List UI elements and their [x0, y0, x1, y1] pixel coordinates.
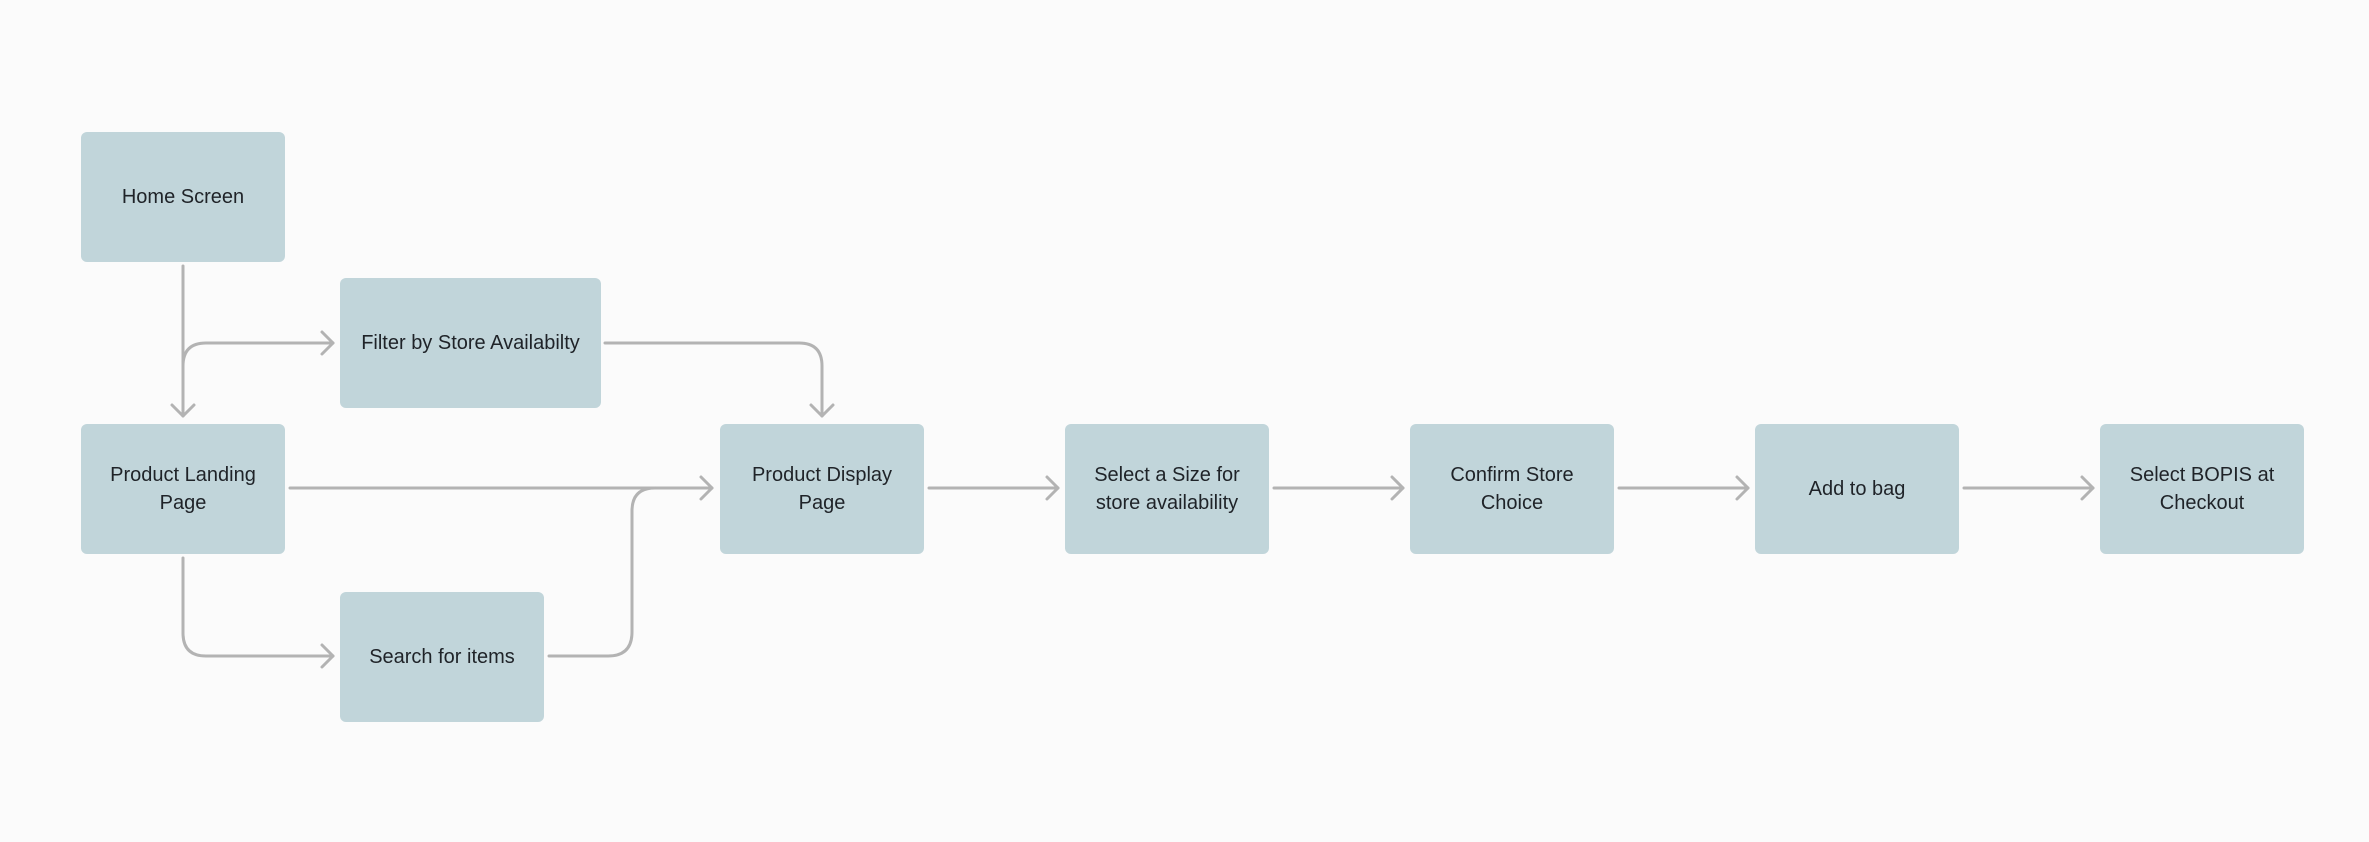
edge-plp-to-search	[181, 556, 335, 658]
node-label: Confirm Store Choice	[1450, 464, 1574, 514]
arrowhead-plp-to-search	[320, 643, 335, 669]
node-product-landing-page[interactable]: Product Landing Page	[81, 424, 285, 554]
node-filter-by-store-availability[interactable]: Filter by Store Availabilty	[340, 278, 601, 408]
node-label: Product Display Page	[751, 464, 893, 514]
edge-search-to-pdp	[547, 486, 657, 658]
arrowhead-size-to-confirm	[1390, 475, 1405, 501]
node-select-bopis-checkout[interactable]: Select BOPIS at Checkout	[2100, 424, 2304, 554]
arrowhead-plp-to-pdp	[699, 475, 714, 501]
node-search-for-items[interactable]: Search for items	[340, 592, 544, 722]
node-select-size[interactable]: Select a Size for store availability	[1065, 424, 1269, 554]
node-label: Product Landing Page	[110, 464, 256, 514]
arrowhead-home-to-plp	[170, 403, 196, 418]
edge-filter-to-pdp	[603, 341, 824, 418]
node-label: Add to bag	[1808, 478, 1906, 500]
node-label: Select a Size for store availability	[1094, 464, 1240, 514]
node-product-display-page[interactable]: Product Display Page	[720, 424, 924, 554]
arrowhead-pdp-to-size	[1045, 475, 1060, 501]
node-add-to-bag[interactable]: Add to bag	[1755, 424, 1959, 554]
node-label: Home Screen	[121, 186, 245, 208]
node-label: Filter by Store Availabilty	[361, 332, 580, 354]
arrowhead-filter-to-pdp	[809, 403, 835, 418]
node-confirm-store-choice[interactable]: Confirm Store Choice	[1410, 424, 1614, 554]
edge-home-to-filter	[181, 341, 335, 368]
node-home-screen[interactable]: Home Screen	[81, 132, 285, 262]
arrowhead-home-to-filter	[320, 330, 335, 356]
node-label: Select BOPIS at Checkout	[2129, 464, 2275, 514]
arrowhead-bag-to-bopis	[2080, 475, 2095, 501]
arrowhead-confirm-to-bag	[1735, 475, 1750, 501]
node-label: Search for items	[369, 646, 515, 668]
